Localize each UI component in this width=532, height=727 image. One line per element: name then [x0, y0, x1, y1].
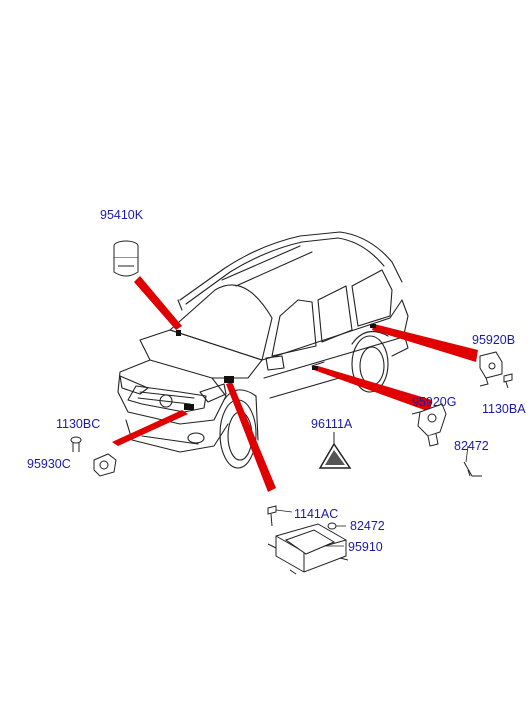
vehicle-illustration	[117, 231, 409, 469]
sensor-95920b-part	[479, 351, 503, 387]
part-label-1130bc[interactable]: 1130BC	[56, 417, 101, 431]
component-markers	[176, 324, 376, 410]
part-label-95930c[interactable]: 95930C	[27, 457, 71, 471]
label-leaders	[275, 445, 469, 547]
leader-lines	[112, 276, 478, 492]
part-label-82472-bottom[interactable]: 82472	[350, 519, 385, 533]
part-label-1141ac[interactable]: 1141AC	[294, 507, 339, 521]
part-label-82472-right[interactable]: 82472	[454, 439, 489, 453]
bolt-1130ba-part	[503, 373, 513, 389]
part-label-96111a[interactable]: 96111A	[311, 417, 353, 431]
bolt-1130bc-part	[70, 436, 82, 452]
cable-82472-part	[463, 461, 482, 477]
warning-label-96111a-part	[318, 432, 352, 469]
part-label-1130ba[interactable]: 1130BA	[482, 402, 526, 416]
switch-95410k-part	[113, 240, 139, 277]
control-unit-95910-part	[267, 523, 349, 575]
screw-1141ac-part	[267, 505, 277, 527]
part-label-95920b[interactable]: 95920B	[472, 333, 516, 347]
part-label-95910[interactable]: 95910	[348, 540, 383, 554]
sensor-95930c-part	[93, 453, 117, 477]
part-label-95920g[interactable]: 95920G	[412, 395, 457, 409]
sensor-95920g-part	[411, 403, 447, 447]
part-label-95410k[interactable]: 95410K	[100, 208, 144, 222]
nut-82472-part	[327, 522, 337, 530]
